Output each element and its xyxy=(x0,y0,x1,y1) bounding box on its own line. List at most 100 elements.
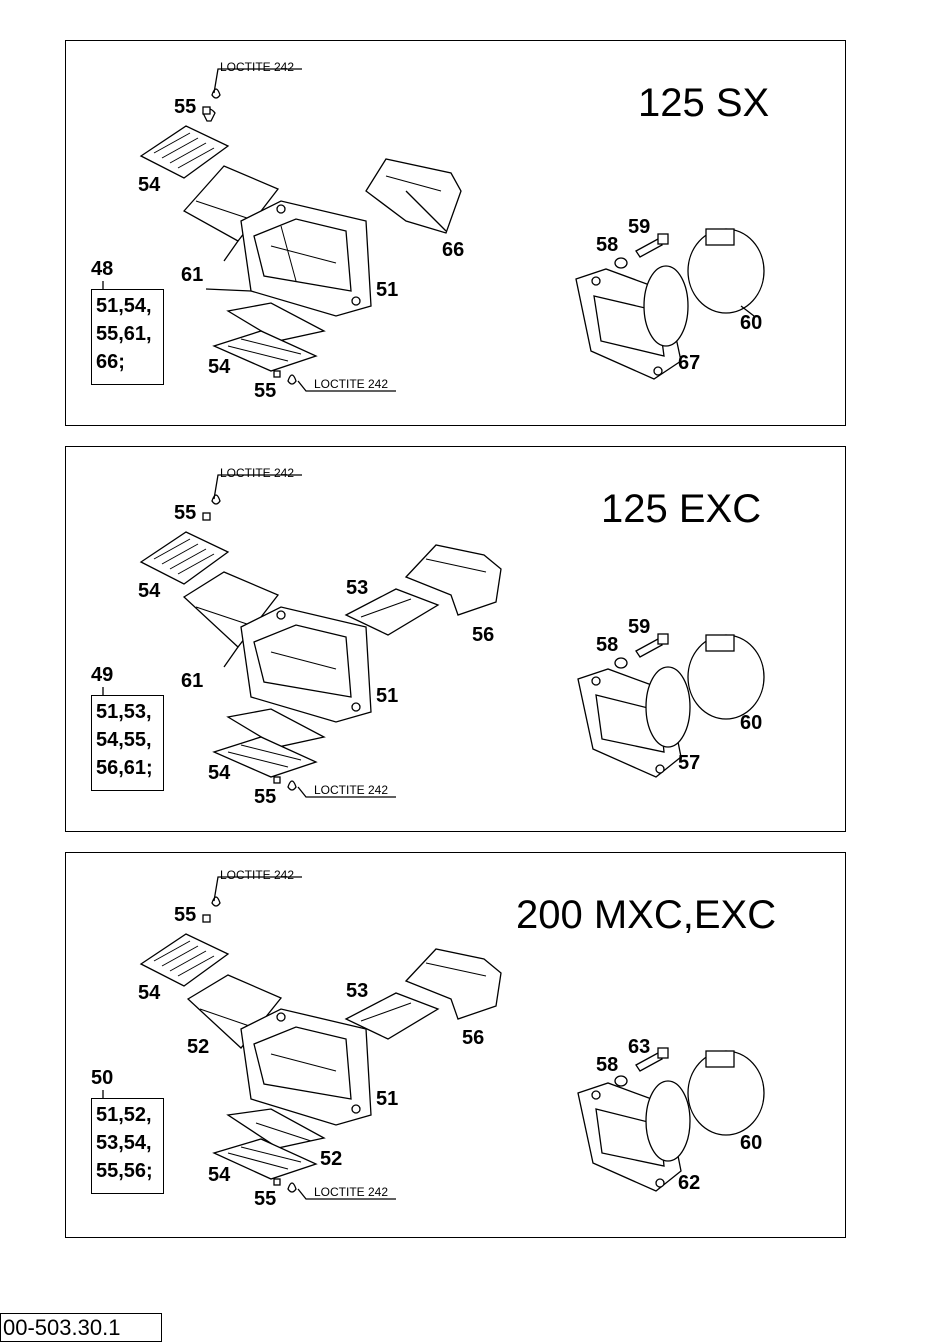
callout-clamp: 60 xyxy=(740,1132,762,1154)
callout-screw-bottom: 55 xyxy=(254,380,276,402)
kit-line: 55,56; xyxy=(96,1160,153,1182)
callout-clamp: 60 xyxy=(740,312,762,334)
stuffer-part xyxy=(365,158,462,234)
clamp-cap-part xyxy=(687,1050,765,1136)
kit-number: 50 xyxy=(91,1067,114,1089)
callout-bolt: 63 xyxy=(628,1036,650,1058)
loctite-label-top: LOCTITE 242 xyxy=(220,868,294,882)
screw-bottom-part xyxy=(273,1178,396,1200)
callout-insert: 53 xyxy=(346,577,368,599)
callout-clamp: 60 xyxy=(740,712,762,734)
panel-200-mxc-exc: 200 MXC,EXC 50 51,52, 53,54, 55,56; 55 L… xyxy=(65,852,846,1238)
petal-plate-bottom-part xyxy=(212,1138,318,1180)
washer-part xyxy=(614,1075,628,1087)
screw-bottom-part xyxy=(273,776,396,798)
callout-stuffer: 56 xyxy=(472,624,494,646)
insert-part xyxy=(344,992,440,1040)
kit-contents-box: 51,53, 54,55, 56,61; xyxy=(91,695,164,791)
callout-reed-body: 51 xyxy=(376,279,398,301)
kit-number: 49 xyxy=(91,664,114,686)
callout-insert: 53 xyxy=(346,980,368,1002)
callout-bolt: 59 xyxy=(628,216,650,238)
washer-part xyxy=(614,257,628,269)
callout-reed-body: 51 xyxy=(376,1088,398,1110)
model-title: 125 EXC xyxy=(601,487,762,531)
loctite-label-bottom: LOCTITE 242 xyxy=(314,1185,388,1199)
kit-contents-box: 51,54, 55,61, 66; xyxy=(91,289,164,385)
petal-plate-top-part xyxy=(139,531,230,585)
callout-washer: 58 xyxy=(596,234,618,256)
kit-line: 51,52, xyxy=(96,1104,152,1126)
exploded-view-diagram: 55 LOCTITE 242 54 61 51 53 5 xyxy=(102,466,765,808)
screw-top-part xyxy=(202,876,302,923)
intake-flange-part xyxy=(577,666,691,778)
petal-plate-top-part xyxy=(139,125,230,179)
panel-125-exc: 125 EXC 49 51,53, 54,55, 56,61; 55 LOCTI… xyxy=(65,446,846,832)
loctite-label-bottom: LOCTITE 242 xyxy=(314,783,388,797)
callout-gasket: 61 xyxy=(181,264,203,286)
callout-reed-body: 51 xyxy=(376,685,398,707)
intake-flange-part xyxy=(575,265,689,380)
bolt-part xyxy=(635,233,669,258)
stuffer-part xyxy=(404,544,502,616)
callout-petal-top: 54 xyxy=(138,174,161,196)
callout-gasket-bottom: 52 xyxy=(320,1148,342,1170)
kit-line: 51,54, xyxy=(96,295,152,317)
gasket-part xyxy=(182,571,280,668)
callout-flange: 62 xyxy=(678,1172,700,1194)
kit-contents-box: 51,52, 53,54, 55,56; xyxy=(91,1098,164,1194)
insert-part xyxy=(344,588,440,636)
kit-line: 66; xyxy=(96,351,125,373)
callout-washer: 58 xyxy=(596,634,618,656)
exploded-view-diagram: 55 LOCTITE 242 54 61 51 xyxy=(102,60,765,402)
stuffer-part xyxy=(404,948,502,1020)
drawing-code: 00-503.30.1 xyxy=(0,1313,162,1342)
callout-petal-top: 54 xyxy=(138,982,161,1004)
callout-petal-bottom: 54 xyxy=(208,1164,231,1186)
callout-stuffer: 56 xyxy=(462,1027,484,1049)
kit-line: 54,55, xyxy=(96,729,152,751)
model-title: 200 MXC,EXC xyxy=(516,893,777,937)
callout-screw-top: 55 xyxy=(174,502,196,524)
callout-gasket: 52 xyxy=(187,1036,209,1058)
callout-screw-bottom: 55 xyxy=(254,1188,276,1210)
petal-plate-top-part xyxy=(139,933,230,987)
clamp-cap-part xyxy=(687,634,765,720)
screw-bottom-part xyxy=(273,370,396,392)
kit-line: 51,53, xyxy=(96,701,152,723)
callout-flange: 57 xyxy=(678,752,700,774)
callout-flange: 67 xyxy=(678,352,700,374)
exploded-view-diagram: 55 LOCTITE 242 54 52 51 53 56 xyxy=(102,868,765,1210)
bolt-part xyxy=(635,633,669,658)
callout-screw-top: 55 xyxy=(174,904,196,926)
kit-number: 48 xyxy=(91,258,114,280)
clamp-cap-part xyxy=(687,228,765,317)
petal-plate-bottom-part xyxy=(212,708,326,778)
callout-gasket: 61 xyxy=(181,670,203,692)
washer-part xyxy=(614,657,628,669)
loctite-label-top: LOCTITE 242 xyxy=(220,466,294,480)
kit-line: 53,54, xyxy=(96,1132,152,1154)
gasket-bottom-part xyxy=(226,1108,326,1149)
screw-top-part xyxy=(202,474,302,521)
reed-valve-body-part xyxy=(240,606,372,723)
screw-top-part xyxy=(202,68,302,122)
callout-stuffer: 66 xyxy=(442,239,464,261)
petal-plate-bottom-part xyxy=(212,302,326,372)
callout-washer: 58 xyxy=(596,1054,618,1076)
callout-petal-top: 54 xyxy=(138,580,161,602)
callout-petal-bottom: 54 xyxy=(208,762,231,784)
intake-flange-part xyxy=(577,1080,691,1192)
loctite-label-top: LOCTITE 242 xyxy=(220,60,294,74)
gasket-part xyxy=(182,165,280,262)
bolt-part xyxy=(635,1047,669,1072)
callout-bolt: 59 xyxy=(628,616,650,638)
callout-screw-top: 55 xyxy=(174,96,196,118)
panel-125-sx: 125 SX 48 51,54, 55,61, 66; 55 LOCTITE 2… xyxy=(65,40,846,426)
kit-line: 55,61, xyxy=(96,323,152,345)
callout-petal-bottom: 54 xyxy=(208,356,231,378)
reed-valve-body-part xyxy=(240,1008,372,1126)
model-title: 125 SX xyxy=(638,81,770,125)
loctite-label-bottom: LOCTITE 242 xyxy=(314,377,388,391)
callout-screw-bottom: 55 xyxy=(254,786,276,808)
